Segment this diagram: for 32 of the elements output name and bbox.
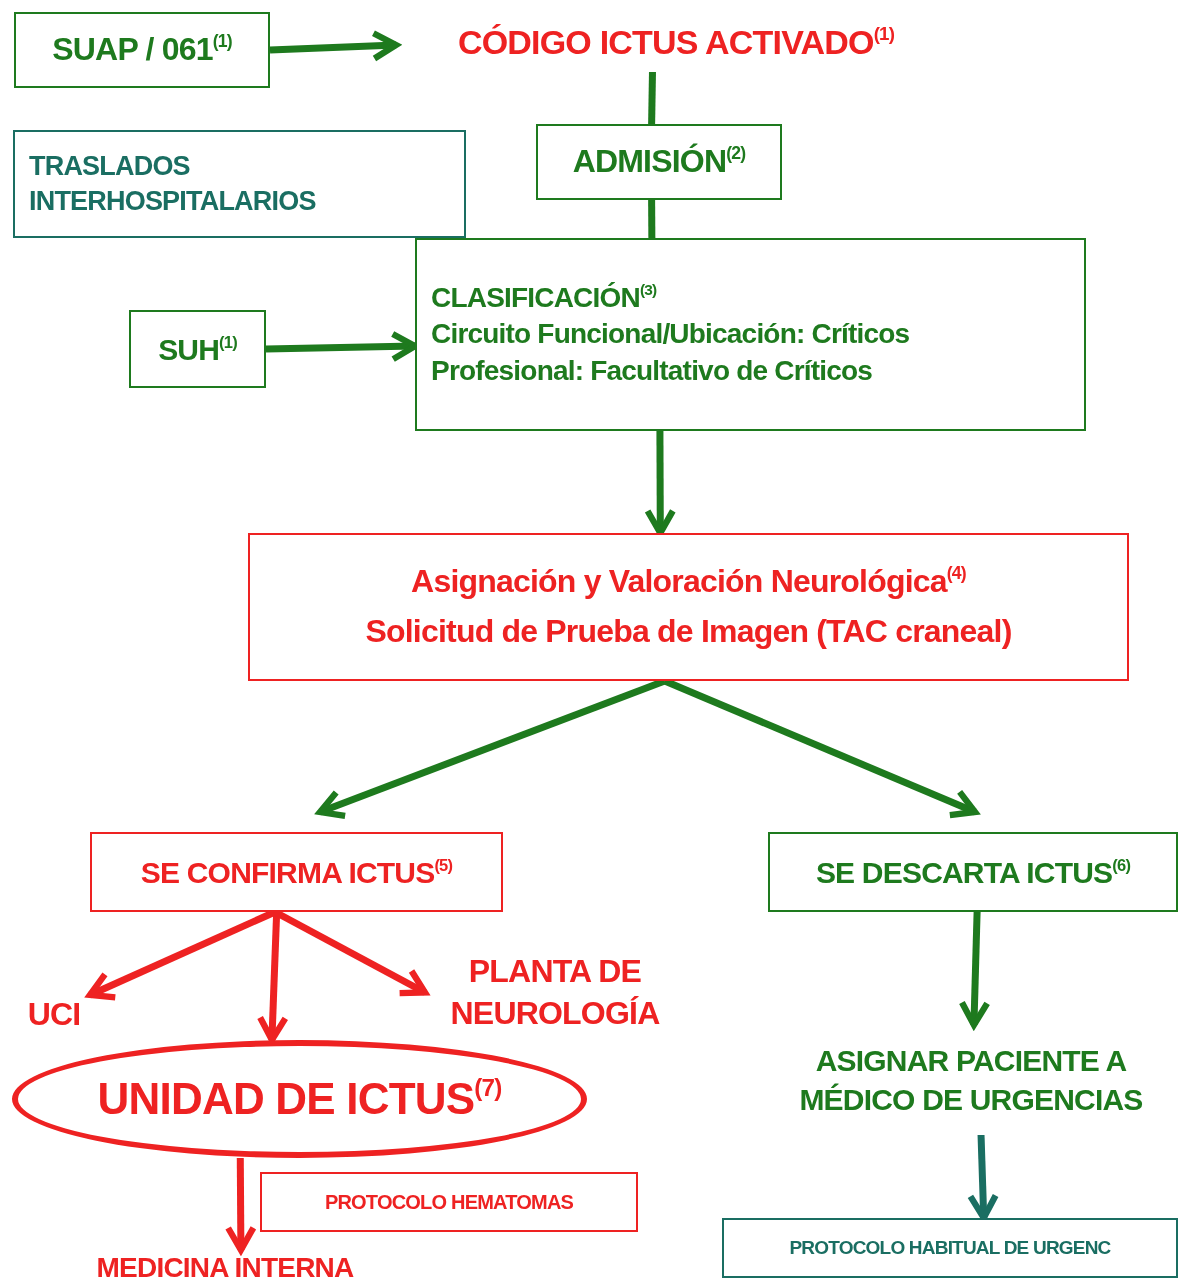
box-title: SE CONFIRMA ICTUS$^{(5)}$: [140, 854, 453, 891]
flow-text: ASIGNAR PACIENTE A MÉDICO DE URGENCIAS: [798, 1043, 1144, 1118]
process-box: [260, 1172, 638, 1232]
box-title: PROTOCOLO HABITUAL DE URGENC: [789, 1235, 1111, 1260]
process-box: [90, 832, 503, 912]
box-title: Asignación y Valoración Neurológica$^{(4)}$: [411, 562, 966, 602]
box-title: CLASIFICACIÓN$^{(3)}$: [431, 280, 657, 315]
box-title: PROTOCOLO HEMATOMAS: [324, 1190, 574, 1215]
process-box: [536, 124, 782, 200]
box-title: ADMISIÓN$^{(2)}$: [572, 142, 746, 182]
box-title: SUH$^{(1)}$: [158, 331, 237, 368]
process-box: [248, 533, 1129, 681]
flow-text: PLANTA DE NEUROLOGÍA: [449, 951, 661, 1033]
process-box: [14, 12, 270, 88]
flow-text: MEDICINA INTERNA: [96, 1251, 354, 1286]
process-box: [415, 238, 1086, 431]
box-title: UNIDAD DE ICTUS$^{(7)}$: [97, 1073, 502, 1126]
box-text: Profesional: Facultativo de Críticos: [431, 353, 873, 388]
process-box: [13, 130, 466, 238]
flow-text: UCI: [27, 995, 81, 1035]
arrow: [225, 1157, 257, 1254]
arrow: [958, 911, 991, 1029]
box-text: Solicitud de Prueba de Imagen (TAC craneal): [365, 612, 1012, 651]
flow-text: CÓDIGO ICTUS ACTIVADO$^{(1)}$: [457, 21, 895, 63]
arrow: [269, 30, 400, 62]
process-box: [722, 1218, 1178, 1278]
box-title: TRASLADOS INTERHOSPITALARIOS: [29, 149, 317, 218]
process-box: [768, 832, 1178, 912]
process-box: [129, 310, 266, 388]
box-title: SUAP / 061$^{(1)}$: [52, 30, 232, 70]
box-title: SE DESCARTA ICTUS$^{(6)}$: [815, 854, 1131, 891]
box-text: Circuito Funcional/Ubicación: Críticos: [431, 317, 910, 352]
